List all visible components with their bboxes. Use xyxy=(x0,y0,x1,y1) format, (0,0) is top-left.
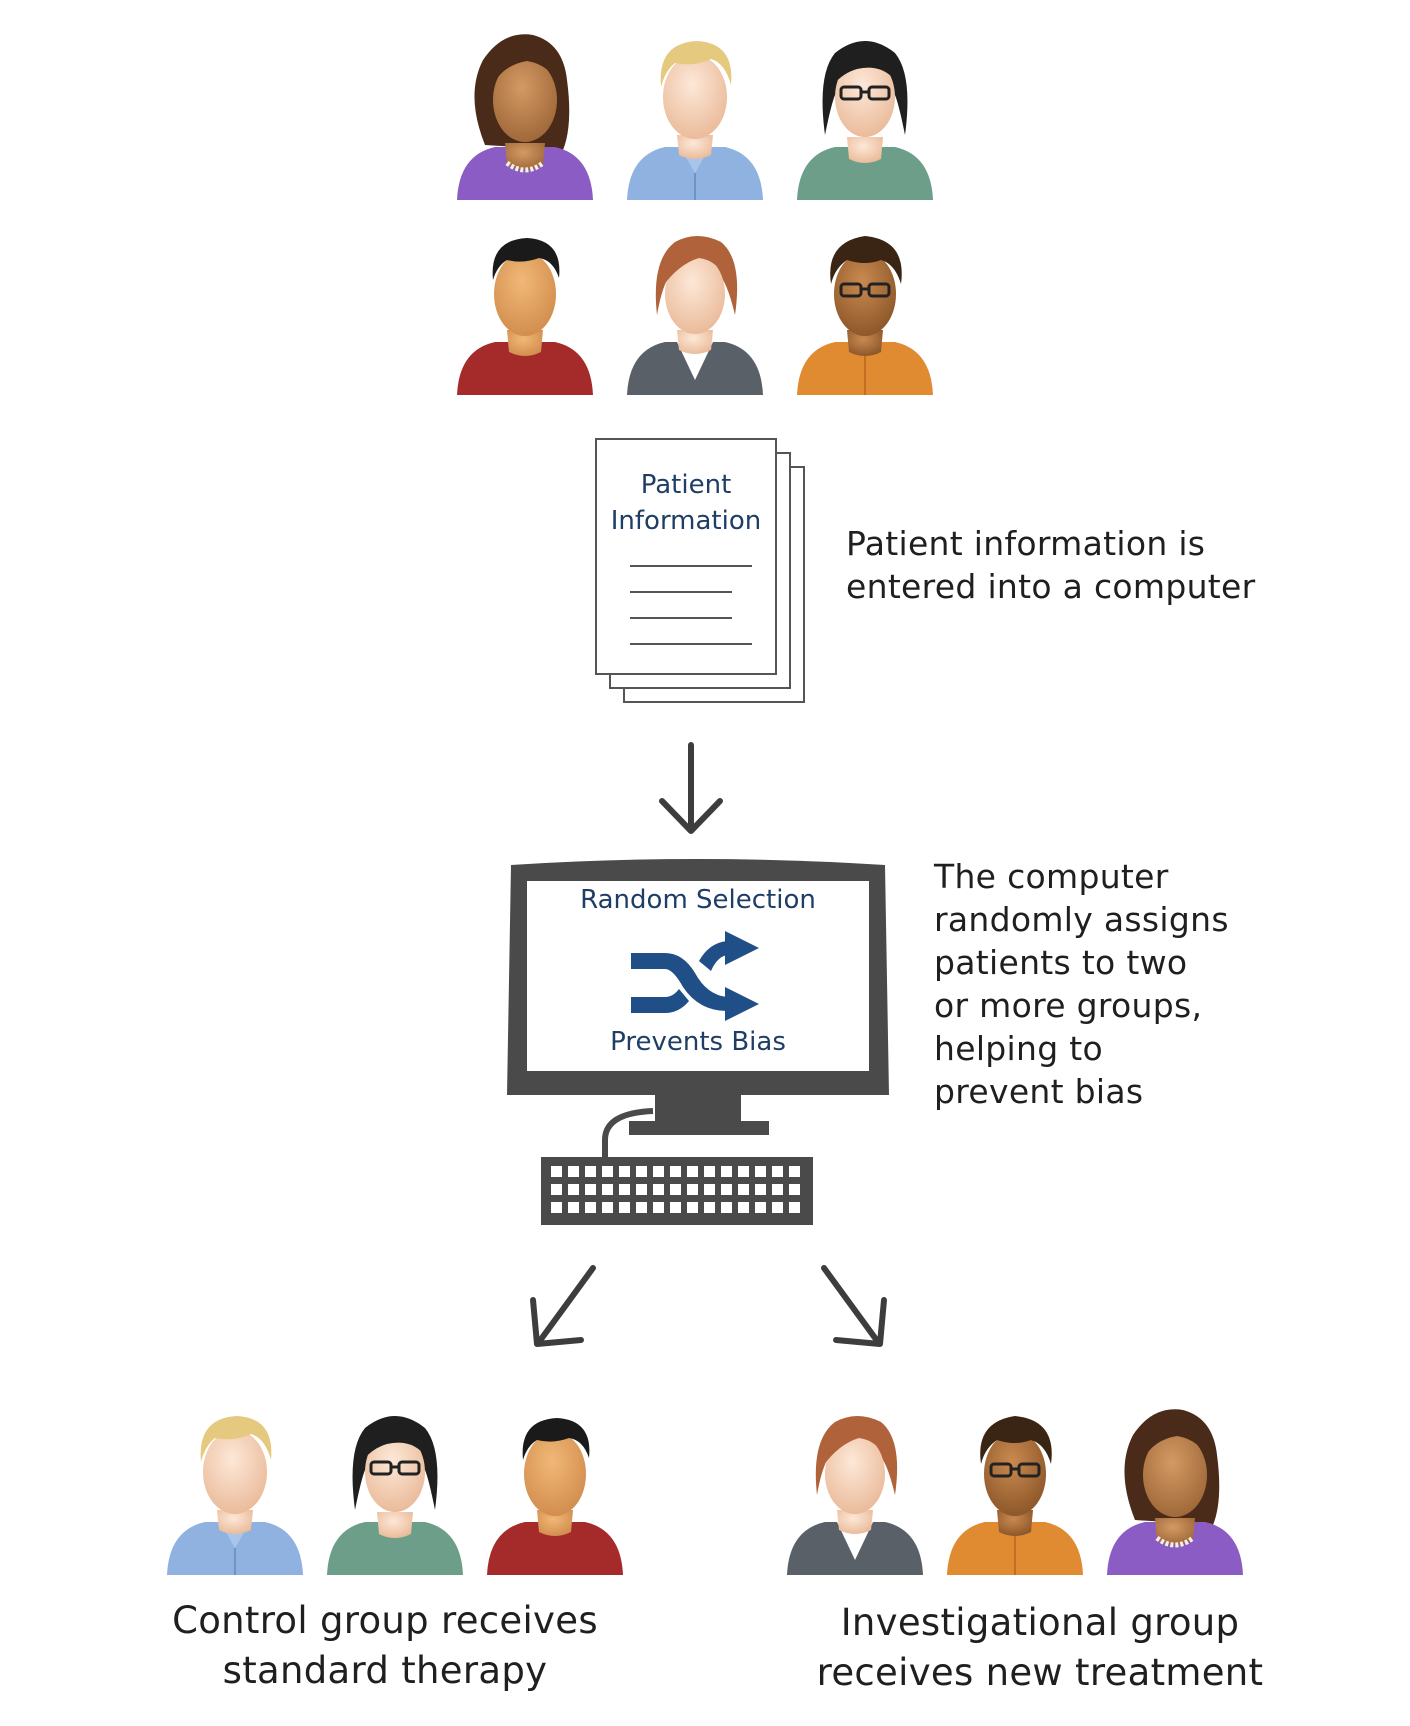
keyboard-key xyxy=(551,1202,562,1213)
step2-caption-line2: randomly assigns xyxy=(934,900,1229,939)
keyboard-key xyxy=(755,1202,766,1213)
control-group-caption-line2: standard therapy xyxy=(222,1649,548,1692)
document-title-line2: Information xyxy=(610,506,762,536)
keyboard-key xyxy=(568,1202,579,1213)
keyboard-key xyxy=(636,1166,647,1177)
keyboard-key xyxy=(738,1184,749,1195)
step2-caption-line4: or more groups, xyxy=(934,986,1203,1025)
patient-information-document: Patient Information xyxy=(592,435,812,710)
keyboard-key xyxy=(602,1184,613,1195)
keyboard-key xyxy=(619,1184,630,1195)
keyboard-key xyxy=(585,1166,596,1177)
keyboard-key xyxy=(619,1166,630,1177)
avatar-woman-auburn-suit xyxy=(787,1416,923,1575)
avatar-woman-glasses-teal xyxy=(797,41,933,200)
control-group-caption: Control group receives standard therapy xyxy=(115,1596,655,1696)
document-stack-icon xyxy=(595,438,805,703)
step2-caption: The computer randomly assigns patients t… xyxy=(934,855,1374,1113)
keyboard-key xyxy=(670,1202,681,1213)
step2-caption-line3: patients to two xyxy=(934,943,1188,982)
document-title-line1: Patient xyxy=(640,470,732,500)
keyboard-key xyxy=(704,1184,715,1195)
arrow-down-right-icon xyxy=(821,1265,887,1347)
keyboard-key xyxy=(721,1166,732,1177)
step2-caption-line5: helping to xyxy=(934,1029,1103,1068)
keyboard-key xyxy=(738,1166,749,1177)
keyboard-key xyxy=(551,1166,562,1177)
avatar-woman-purple xyxy=(457,34,593,200)
keyboard-key xyxy=(653,1202,664,1213)
avatar-man-blonde-blue xyxy=(167,1416,303,1575)
keyboard-key xyxy=(772,1202,783,1213)
keyboard-key xyxy=(636,1202,647,1213)
keyboard-key xyxy=(704,1166,715,1177)
avatar-man-red xyxy=(457,238,593,395)
keyboard-key xyxy=(738,1202,749,1213)
step1-caption-line2: entered into a computer xyxy=(846,567,1256,606)
keyboard-key xyxy=(721,1184,732,1195)
keyboard-key xyxy=(670,1184,681,1195)
keyboard-key xyxy=(585,1184,596,1195)
keyboard-key xyxy=(789,1184,800,1195)
avatar-man-glasses-orange xyxy=(947,1416,1083,1575)
keyboard-key xyxy=(755,1184,766,1195)
keyboard-key xyxy=(687,1166,698,1177)
keyboard-key xyxy=(568,1184,579,1195)
step2-caption-line1: The computer xyxy=(934,857,1169,896)
step1-caption: Patient information is entered into a co… xyxy=(846,522,1366,608)
avatar-man-blonde-blue xyxy=(627,41,763,200)
step2-caption-line6: prevent bias xyxy=(934,1072,1144,1111)
control-group-caption-line1: Control group receives xyxy=(172,1599,598,1642)
control-group xyxy=(165,1400,625,1580)
patient-pool xyxy=(455,25,935,395)
keyboard-key xyxy=(551,1184,562,1195)
arrow-down-left-icon xyxy=(530,1265,596,1347)
step1-caption-line1: Patient information is xyxy=(846,524,1206,563)
keyboard-key xyxy=(619,1202,630,1213)
keyboard-key xyxy=(687,1184,698,1195)
keyboard-key xyxy=(602,1166,613,1177)
keyboard-key xyxy=(772,1166,783,1177)
keyboard-key xyxy=(585,1202,596,1213)
keyboard-key xyxy=(721,1202,732,1213)
arrow-down-icon xyxy=(659,742,723,834)
computer-icon xyxy=(507,859,889,1225)
screen-bottom-label: Prevents Bias xyxy=(610,1027,786,1057)
investigational-group xyxy=(785,1400,1245,1580)
keyboard-key xyxy=(653,1184,664,1195)
avatar-woman-glasses-teal xyxy=(327,1416,463,1575)
keyboard-key xyxy=(772,1184,783,1195)
shuffle-icon xyxy=(631,931,759,1021)
keyboard-key xyxy=(670,1166,681,1177)
keyboard-key xyxy=(755,1166,766,1177)
screen-top-label: Random Selection xyxy=(580,885,816,915)
keyboard-key xyxy=(636,1184,647,1195)
investigational-group-caption: Investigational group receives new treat… xyxy=(760,1598,1320,1698)
avatar-woman-auburn-suit xyxy=(627,236,763,395)
keyboard-key xyxy=(789,1166,800,1177)
keyboard-key xyxy=(687,1202,698,1213)
investigational-group-caption-line1: Investigational group xyxy=(840,1601,1240,1644)
avatar-woman-purple xyxy=(1107,1409,1243,1575)
keyboard-key xyxy=(704,1202,715,1213)
keyboard-key xyxy=(568,1166,579,1177)
keyboard-key xyxy=(653,1166,664,1177)
document-title: Patient Information xyxy=(596,467,776,539)
keyboard-key xyxy=(789,1202,800,1213)
investigational-group-caption-line2: receives new treatment xyxy=(816,1651,1264,1694)
keyboard-key xyxy=(602,1202,613,1213)
avatar-man-glasses-orange xyxy=(797,236,933,395)
computer: Random Selection Prevents Bias xyxy=(505,855,890,1227)
avatar-man-red xyxy=(487,1418,623,1575)
